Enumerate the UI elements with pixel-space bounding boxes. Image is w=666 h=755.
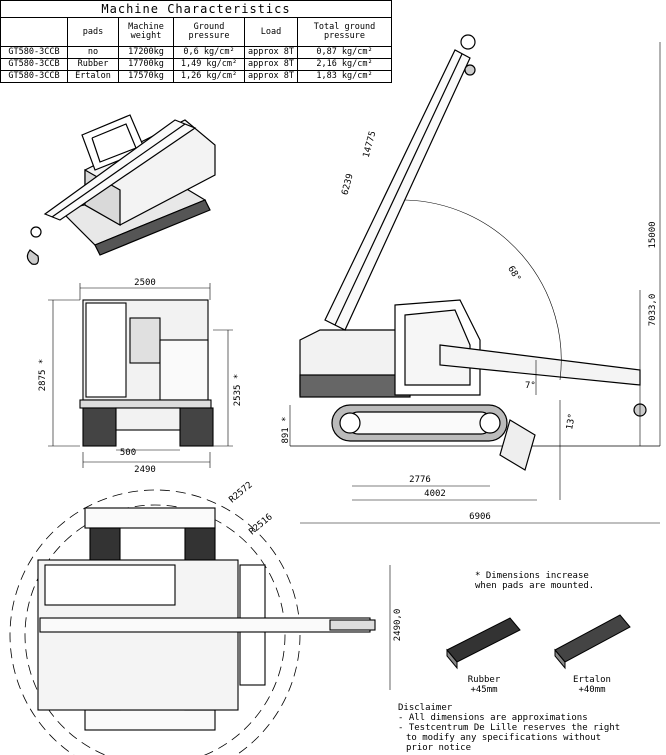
pads-note-line2: when pads are mounted.: [475, 581, 594, 591]
pads-note-line1: * Dimensions increase: [475, 571, 589, 581]
rubber-label: Rubber: [468, 675, 501, 685]
dim-boom-angle: 68°: [505, 264, 522, 283]
top-view: [9, 489, 391, 755]
isometric-view: [26, 114, 216, 265]
table-header-cell: Ground pressure: [173, 17, 245, 47]
dim-front-height-right: 2535 *: [233, 374, 243, 407]
dim-radius-a: R2572: [228, 480, 255, 505]
table-row: GT580-3CCB Rubber 17700kg 1,49 kg/cm² ap…: [0, 58, 392, 71]
dim-tip-height-a: 7033,0: [648, 294, 658, 327]
side-view: [289, 34, 661, 524]
dim-top-width: 2490,0: [393, 609, 403, 642]
dim-ground-clearance: 891 *: [281, 416, 291, 443]
table-header-cell: pads: [67, 17, 119, 47]
dim-angle-small: 7°: [525, 381, 536, 391]
disclaimer-line3: to modify any specifications without: [406, 733, 601, 743]
dim-track-width: 500: [120, 448, 136, 458]
table-header-row: pads Machine weight Ground pressure Load…: [0, 17, 392, 47]
disclaimer-line1: - All dimensions are approximations: [398, 713, 588, 723]
characteristics-table: Machine Characteristics pads Machine wei…: [0, 0, 392, 83]
ertalon-label: Ertalon: [573, 675, 611, 685]
table-cell: 17570kg: [118, 70, 174, 83]
table-cell: 1,83 kg/cm²: [297, 70, 392, 83]
rubber-pad: [446, 617, 521, 670]
dim-tip-height-b: 15000: [648, 221, 658, 248]
dim-front-height-left: 2875 *: [38, 359, 48, 392]
ertalon-pad: [554, 614, 631, 670]
notes: * Dimensions increase when pads are moun…: [398, 571, 620, 753]
dim-boom-b: 14775: [362, 130, 379, 159]
table-header-cell: Total ground pressure: [297, 17, 392, 47]
dim-angle-tilt: 13°: [565, 413, 578, 431]
dim-tracks-length: 2776: [409, 475, 431, 485]
ertalon-addition: +40mm: [578, 685, 605, 695]
dim-total-length: 6906: [469, 512, 491, 522]
table-cell: GT580-3CCB: [0, 70, 68, 83]
dim-boom-a: 6239: [340, 173, 355, 197]
dim-radius-b: R2516: [248, 512, 275, 537]
disclaimer-line4: prior notice: [406, 743, 471, 753]
rubber-addition: +45mm: [470, 685, 497, 695]
disclaimer-title: Disclaimer: [398, 703, 453, 713]
front-view: [48, 283, 233, 468]
dim-body-length: 4002: [424, 489, 446, 499]
dim-front-width-top: 2500: [134, 278, 156, 288]
table-header-cell: Machine weight: [118, 17, 174, 47]
disclaimer-line2: - Testcentrum De Lille reserves the righ…: [398, 723, 620, 733]
table-row: GT580-3CCB Ertalon 17570kg 1,26 kg/cm² a…: [0, 70, 392, 83]
dim-front-width-bottom: 2490: [134, 465, 156, 475]
